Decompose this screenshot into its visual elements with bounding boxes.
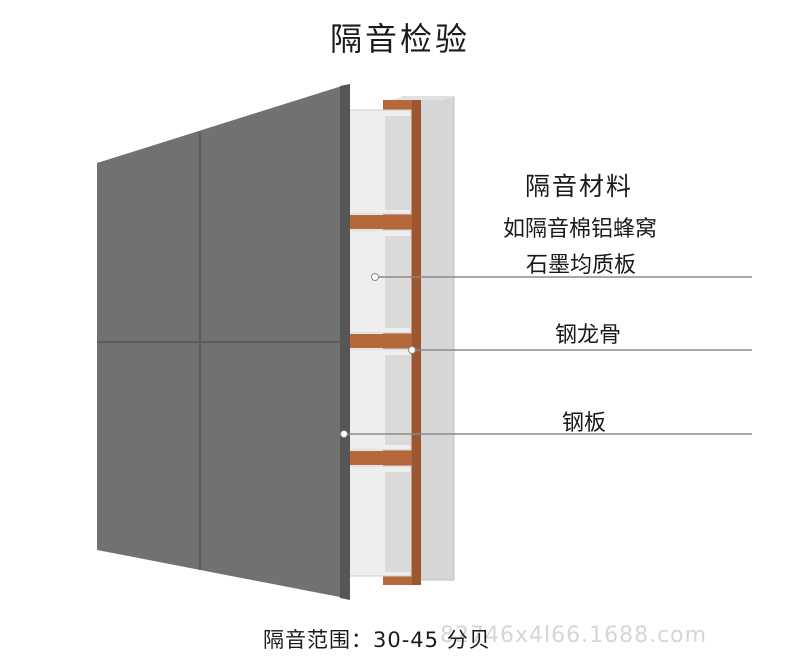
insulation-cells	[346, 109, 412, 577]
watermark: 82746x4l66.1688.com	[440, 623, 708, 648]
page-title: 隔音检验	[329, 20, 470, 58]
material-heading-label: 隔音材料	[525, 172, 634, 201]
footer-note: 隔音范围：30-45 分贝	[263, 628, 491, 652]
front-panel-wall	[97, 84, 350, 600]
leader-lines	[340, 273, 752, 438]
steel-plate-label: 钢板	[562, 411, 607, 436]
material-line2-label: 石墨均质板	[526, 253, 637, 278]
steel-keel-label: 钢龙骨	[555, 323, 622, 348]
backer-board-top	[390, 97, 454, 100]
material-line1-label: 如隔音棉铝蜂窝	[503, 217, 658, 242]
